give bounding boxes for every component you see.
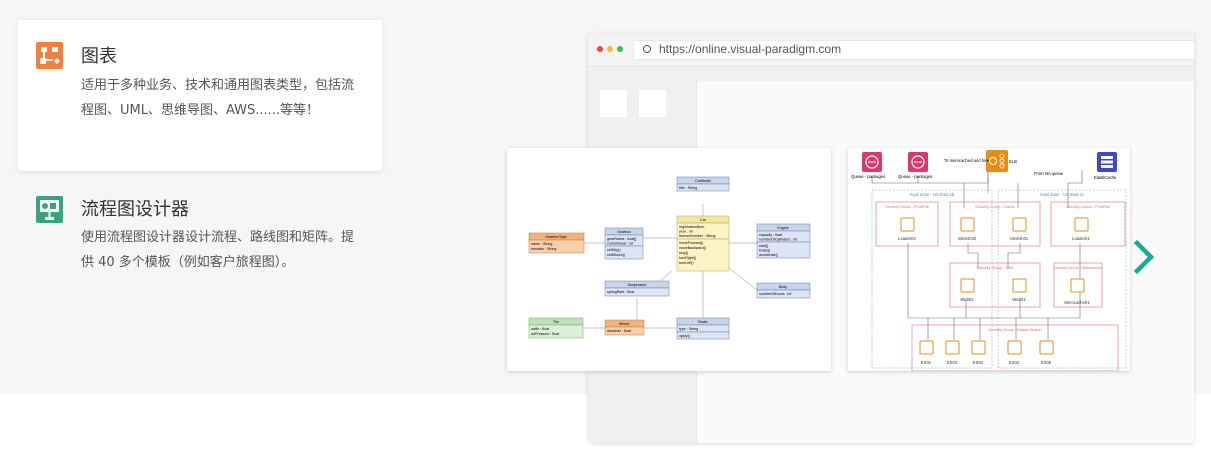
svg-text:apply(): apply() — [679, 334, 690, 338]
svg-text:From NA queue: From NA queue — [1034, 171, 1064, 176]
svg-text:Security Group - Memcached: Security Group - Memcached — [1053, 266, 1102, 270]
svg-text:Security Group - Elastic Searc: Security Group - Elastic Search — [989, 328, 1042, 332]
svg-text:Suspension: Suspension — [628, 283, 647, 287]
uml-class-wheel: Wheel diameter : float — [604, 319, 645, 336]
diagram-icon — [36, 42, 63, 69]
flowchart-designer-icon — [36, 196, 63, 223]
elb-icon — [986, 150, 1008, 172]
svg-text:gearRatios : float[]: gearRatios : float[] — [607, 237, 636, 241]
svg-text:name : String: name : String — [531, 242, 552, 246]
svg-text:Varnish01: Varnish01 — [1010, 236, 1029, 241]
sqs-queue-icon — [908, 152, 928, 172]
svg-text:Web02: Web02 — [960, 297, 974, 302]
svg-text:brake(): brake() — [759, 249, 770, 253]
close-dot-icon — [597, 46, 603, 52]
elasticache-icon — [1097, 152, 1117, 172]
svg-text:ELB: ELB — [1009, 159, 1017, 164]
svg-text:title : String: title : String — [679, 186, 697, 190]
svg-text:Queue - packages: Queue - packages — [898, 174, 932, 179]
svg-text:ElastiCache: ElastiCache — [1094, 175, 1117, 180]
svg-text:remarks : String: remarks : String — [531, 247, 556, 251]
svg-text:ES02: ES02 — [1009, 360, 1020, 365]
svg-text:start(): start() — [759, 244, 768, 248]
svg-text:Security Group - ProdPub: Security Group - ProdPub — [1066, 205, 1109, 209]
svg-text:numberOfDoors : int: numberOfDoors : int — [759, 292, 791, 296]
feature-card-flowchart-designer[interactable]: 流程图设计器 使用流程图设计器设计流程、路线图和矩阵。提供 40 多个模板（例如… — [18, 183, 382, 313]
uml-class-diagram-preview: CarModel title : String Car registration… — [507, 148, 831, 371]
sidebar-placeholder-block — [600, 90, 627, 117]
svg-text:springRate : float: springRate : float — [607, 290, 634, 294]
uml-class-car: Car registrationNum year : int licenseNu… — [676, 215, 730, 272]
sidebar-placeholder-block — [639, 90, 666, 117]
url-circle-icon — [643, 45, 651, 53]
svg-text:Varnish02: Varnish02 — [958, 236, 977, 241]
svg-text:year : int: year : int — [679, 230, 693, 234]
svg-text:diameter : float: diameter : float — [607, 329, 631, 333]
feature-title: 流程图设计器 — [81, 199, 189, 220]
svg-text:Queue - packages: Queue - packages — [851, 174, 885, 179]
svg-text:registrationNum: registrationNum — [679, 225, 704, 229]
feature-card-diagram[interactable]: 图表 适用于多种业务、技术和通用图表类型，包括流程图、UML、思维导图、AWS.… — [18, 20, 382, 171]
feature-title: 图表 — [81, 46, 117, 67]
svg-text:Web01: Web01 — [1012, 297, 1026, 302]
svg-text:Gearbox: Gearbox — [617, 230, 631, 234]
svg-text:Car: Car — [700, 218, 707, 222]
feature-description: 适用于多种业务、技术和通用图表类型，包括流程图、UML、思维导图、AWS....… — [81, 78, 355, 118]
svg-text:Loader01: Loader01 — [1072, 236, 1090, 241]
svg-text:airPressure : float: airPressure : float — [531, 332, 559, 336]
svg-text:Tire: Tire — [553, 320, 559, 324]
svg-text:Brake: Brake — [698, 320, 707, 324]
svg-text:turnRight(): turnRight() — [679, 256, 696, 260]
url-text: https://online.visual-paradigm.com — [659, 42, 842, 56]
svg-text:capacity : float: capacity : float — [759, 233, 782, 237]
svg-text:moveBackward(): moveBackward() — [679, 246, 706, 250]
svg-text:moveForward(): moveForward() — [679, 241, 703, 245]
svg-text:shiftDown(): shiftDown() — [607, 253, 625, 257]
uml-class-brake: Brake type : String apply() — [676, 317, 730, 340]
uml-class-suspension: Suspension springRate : float — [604, 280, 670, 297]
minimize-dot-icon — [607, 46, 613, 52]
uml-class-gearbox: Gearbox gearRatios : float[] currentGear… — [604, 227, 644, 260]
svg-text:currentGear : int: currentGear : int — [607, 242, 633, 246]
svg-text:Engine: Engine — [777, 226, 788, 230]
svg-text:ES05: ES05 — [1041, 360, 1052, 365]
svg-text:Loader02: Loader02 — [898, 236, 916, 241]
feature-description: 使用流程图设计器设计流程、路线图和矩阵。提供 40 多个模板（例如客户旅程图）。 — [81, 230, 355, 270]
browser-toolbar: https://online.visual-paradigm.com — [588, 33, 1194, 67]
svg-text:ES01: ES01 — [921, 360, 932, 365]
sqs-queue-icon — [862, 152, 882, 172]
address-bar: https://online.visual-paradigm.com — [633, 40, 1194, 60]
svg-text:Avail Zone - US East 1b: Avail Zone - US East 1b — [910, 192, 955, 197]
svg-text:numberOfCylinders : int: numberOfCylinders : int — [759, 238, 797, 242]
svg-text:stop(): stop() — [679, 251, 688, 255]
svg-text:type : String: type : String — [679, 327, 698, 331]
svg-text:To memcached and hive: To memcached and hive — [944, 158, 990, 163]
svg-text:ES04: ES04 — [973, 360, 984, 365]
svg-text:CarModel: CarModel — [695, 179, 711, 183]
aws-architecture-diagram-preview: Queue - packages Queue - packages To mem… — [848, 148, 1130, 371]
next-slide-chevron-icon[interactable] — [1132, 239, 1156, 275]
uml-class-tire: Tire width : float airPressure : float — [528, 317, 584, 339]
svg-text:Security Group - Cache: Security Group - Cache — [975, 205, 1015, 209]
svg-text:Security Group - Web: Security Group - Web — [977, 266, 1013, 270]
uml-class-carmodel: CarModel title : String — [676, 176, 730, 192]
uml-class-engine: Engine capacity : float numberOfCylinder… — [756, 223, 811, 259]
uml-class-gearboxtype: GearboxType name : String remarks : Stri… — [528, 232, 585, 254]
svg-text:accelerate(): accelerate() — [759, 253, 778, 257]
svg-text:Wheel: Wheel — [619, 322, 629, 326]
svg-text:GearboxType: GearboxType — [545, 235, 567, 239]
svg-text:Security Group - ProdPub: Security Group - ProdPub — [885, 205, 928, 209]
svg-text:licenseNumber : String: licenseNumber : String — [679, 234, 715, 238]
uml-class-body: Body numberOfDoors : int — [756, 282, 811, 299]
maximize-dot-icon — [617, 46, 623, 52]
svg-text:Avail Zone - US East 1c: Avail Zone - US East 1c — [1040, 192, 1084, 197]
svg-text:Memcache01: Memcache01 — [1064, 300, 1090, 305]
svg-text:ES03: ES03 — [947, 360, 958, 365]
svg-text:width : float: width : float — [531, 327, 549, 331]
svg-text:turnLeft(): turnLeft() — [679, 261, 694, 265]
svg-text:shiftUp(): shiftUp() — [607, 248, 621, 252]
svg-text:Body: Body — [779, 285, 787, 289]
